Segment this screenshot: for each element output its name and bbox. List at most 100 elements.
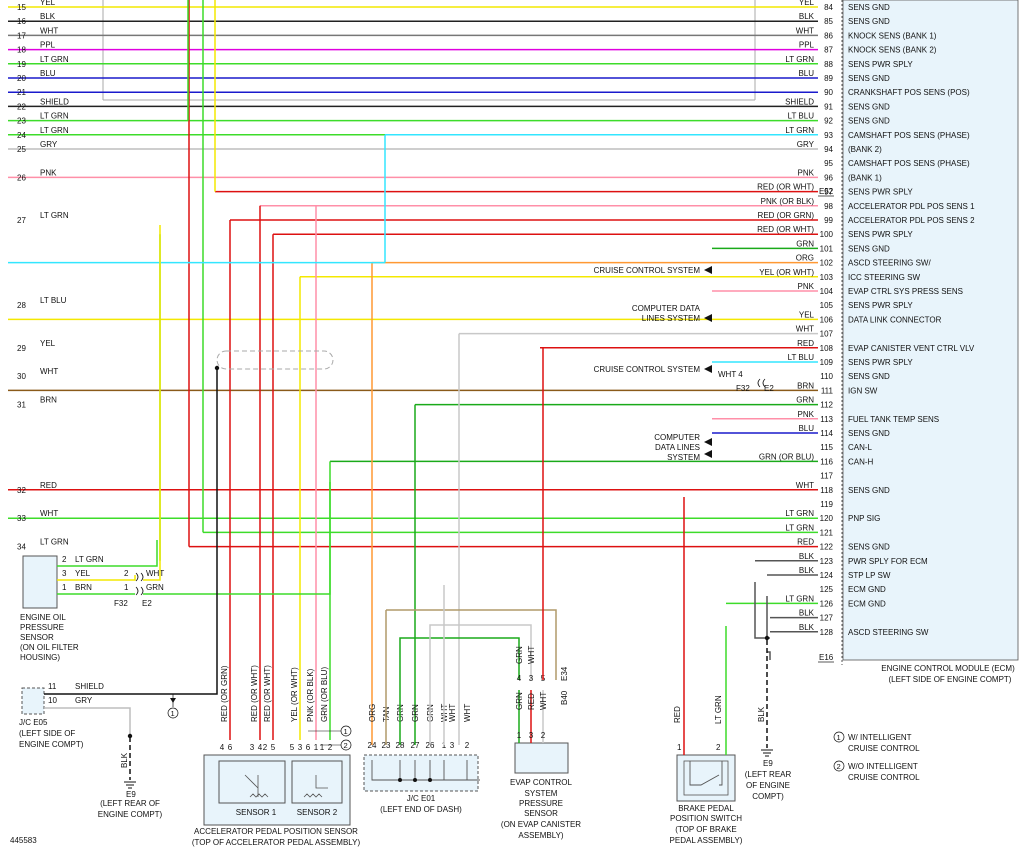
ecm-pin-number: 85 xyxy=(824,17,833,26)
jc-e05-ground-id: E9 xyxy=(126,790,136,799)
option-1-marker: 1 xyxy=(171,709,175,718)
ground-icon xyxy=(124,781,136,789)
evap-conn-e34: E34 xyxy=(560,666,569,681)
shield-tube xyxy=(216,350,334,370)
ecm-pin-number: 113 xyxy=(820,415,833,424)
legend-2-text-2: CRUISE CONTROL xyxy=(848,773,920,782)
brake-wire-red: RED xyxy=(673,706,682,723)
ecm-pin-function: SENS GND xyxy=(848,244,890,253)
ecm-pin-number: 98 xyxy=(824,202,833,211)
harness-wire-color: LT GRN xyxy=(40,211,69,220)
ecm-pin-wire-color: PNK xyxy=(798,282,815,291)
harness-wire-number: 24 xyxy=(17,131,26,140)
ecm-pin-wire-color: LT GRN xyxy=(785,126,814,135)
ecm-pin-function: PWR SPLY FOR ECM xyxy=(848,557,928,566)
ecm-pin-number: 87 xyxy=(824,46,833,55)
oil-f32: F32 xyxy=(114,599,128,608)
ecm-pin-number: 91 xyxy=(824,102,833,111)
brake-wire-ltgrn: LT GRN xyxy=(714,695,723,724)
app-pin-number: 1 xyxy=(314,743,319,752)
diagram-id: 445583 xyxy=(10,836,37,845)
oil-e2: E2 xyxy=(142,599,152,608)
ecm-pin-wire-color: BLU xyxy=(798,69,814,78)
ecm-pin-number: 119 xyxy=(820,500,833,509)
brake-pin-2: 2 xyxy=(716,743,721,752)
oil-pin-1: 1 xyxy=(62,583,67,592)
oil-pin-1-color: BRN xyxy=(75,583,92,592)
evap-label-5: (ON EVAP CANISTER xyxy=(501,820,581,829)
evap-label-3: PRESSURE xyxy=(519,799,563,808)
ecm-pin-function: PNP SIG xyxy=(848,514,880,523)
harness-wire-number: 30 xyxy=(17,372,26,381)
ecm-subtitle: (LEFT SIDE OF ENGINE COMPT) xyxy=(889,675,1012,684)
ecm-pin-wire-color: PNK xyxy=(798,410,815,419)
brake-label-2: POSITION SWITCH xyxy=(670,814,742,823)
oil-pin-3: 3 xyxy=(62,569,67,578)
oil-pin-3-color: YEL xyxy=(75,569,91,578)
harness-wire-color: LT GRN xyxy=(40,538,69,547)
harness-wire-color: WHT xyxy=(40,367,58,376)
ecm-pin-function: SENS GND xyxy=(848,117,890,126)
arrow-left-icon xyxy=(704,450,712,458)
jc-e05-ground-wire: BLK xyxy=(120,752,129,768)
harness-wire-number: 27 xyxy=(17,216,26,225)
sensor-2-box xyxy=(291,760,343,804)
ecm-pin-wire-color: GRN (OR BLU) xyxy=(759,452,814,461)
ecm-pin-wire-color: RED xyxy=(797,339,814,348)
evap-wire-color: RED xyxy=(527,693,536,710)
jc-e05-ground-loc-2: ENGINE COMPT) xyxy=(98,810,163,819)
app-pin-number: 1 xyxy=(320,743,325,752)
app-wire-color: YEL (OR WHT) xyxy=(290,667,299,722)
harness-wire-number: 18 xyxy=(17,46,26,55)
ecm-pin-function: ASCD STEERING SW/ xyxy=(848,259,931,268)
oil-sensor-label-4: (ON OIL FILTER xyxy=(20,643,79,652)
ecm-pin-number: 127 xyxy=(820,614,834,623)
jc-e01-wire-color: WHT xyxy=(448,704,457,722)
jc-e05-pin-11-color: SHIELD xyxy=(75,682,104,691)
ecm-pin-number: 112 xyxy=(820,401,833,410)
ecm-pin-function: ECM GND xyxy=(848,585,886,594)
ecm-pin-number: 86 xyxy=(824,31,833,40)
arrow-left-icon xyxy=(704,365,712,373)
jc-e01-pin: 24 xyxy=(368,741,377,750)
jc-e05-label-3: ENGINE COMPT) xyxy=(19,740,84,749)
harness-wire-number: 29 xyxy=(17,344,26,353)
ecm-pin-wire-color: BLK xyxy=(799,12,815,21)
ecm-pin-number: 99 xyxy=(824,216,833,225)
ecm-pin-number: 97 xyxy=(824,188,833,197)
ecm-pin-number: 117 xyxy=(820,472,833,481)
brake-label-1: BRAKE PEDAL xyxy=(678,804,734,813)
ecm-pin-function: SENS PWR SPLY xyxy=(848,358,913,367)
harness-wire-number: 28 xyxy=(17,301,26,310)
e2-connector: E2 xyxy=(764,384,774,393)
ecm-pin-number: 102 xyxy=(820,259,834,268)
jc-e01-wire-color: GRN xyxy=(411,704,420,722)
arrow-left-icon xyxy=(704,438,712,446)
ecm-pin-function: SENS PWR SPLY xyxy=(848,60,913,69)
legend-2-num: 2 xyxy=(837,762,841,771)
harness-wire-color: PPL xyxy=(40,41,56,50)
ecm-pin-number: 100 xyxy=(820,230,834,239)
sensor-2-label: SENSOR 2 xyxy=(297,808,338,817)
brake-label-3: (TOP OF BRAKE xyxy=(675,825,737,834)
harness-wire-number: 25 xyxy=(17,145,26,154)
legend-2-text-1: W/O INTELLIGENT xyxy=(848,762,918,771)
ecm-pin-function: ECM GND xyxy=(848,599,886,608)
ecm-pin-number: 122 xyxy=(820,543,834,552)
ecm-pin-number: 106 xyxy=(820,315,834,324)
ecm-pin-wire-color: LT GRN xyxy=(785,509,814,518)
evap-label-1: EVAP CONTROL xyxy=(510,778,572,787)
ecm-pin-wire-color: WHT xyxy=(796,26,814,35)
evap-wire-color-top: GRN xyxy=(515,646,524,664)
ecm-pin-function: SENS GND xyxy=(848,543,890,552)
ecm-pin-wire-color: WHT xyxy=(796,481,814,490)
harness-wire-color: LT BLU xyxy=(40,296,67,305)
ecm-pin-function: CAMSHAFT POS SENS (PHASE) xyxy=(848,159,970,168)
evap-wire-color: WHT xyxy=(539,692,548,710)
ecm-pin-wire-color: PNK xyxy=(798,168,815,177)
harness-wire-number: 34 xyxy=(17,543,26,552)
evap-conn-b40: B40 xyxy=(560,690,569,705)
jc-e01-label-1: J/C E01 xyxy=(407,794,436,803)
ecm-pin-wire-color: YEL xyxy=(799,310,815,319)
